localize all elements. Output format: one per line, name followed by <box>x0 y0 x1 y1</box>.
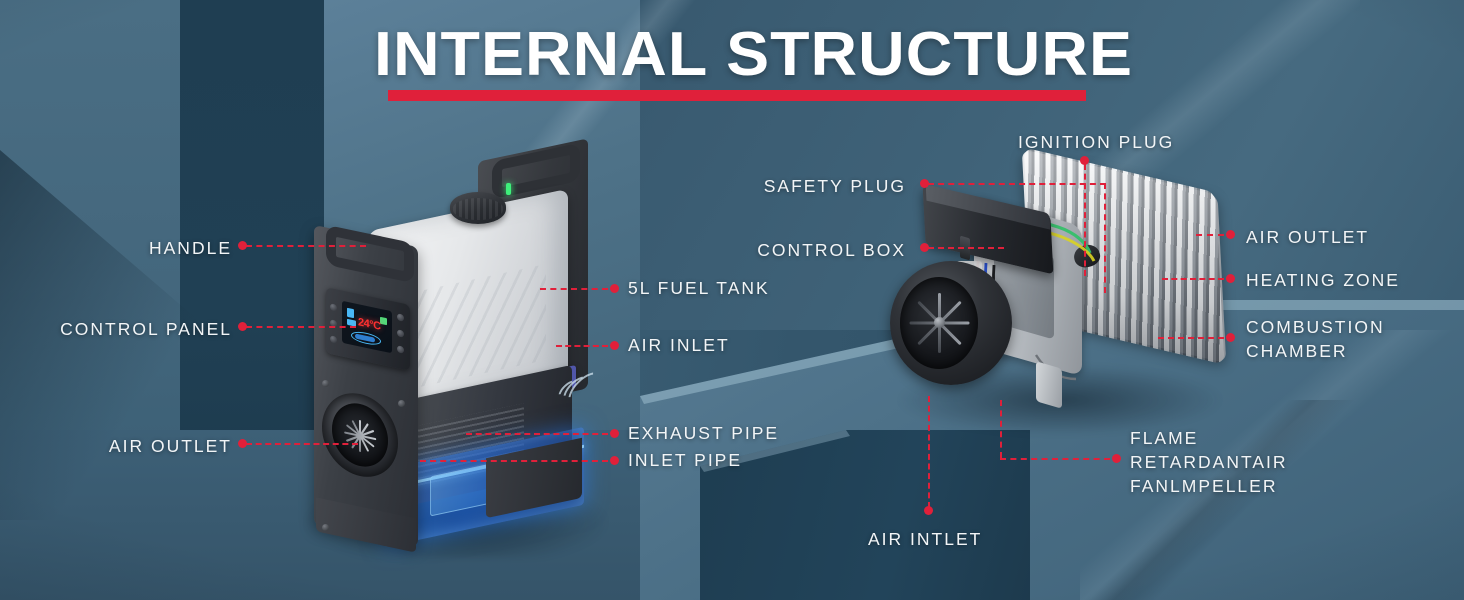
callout-line-inlet-pipe <box>420 460 608 462</box>
fuel-nozzle <box>1036 361 1062 409</box>
callout-label-ignition-plug: IGNITION PLUG <box>1018 132 1175 152</box>
callout-label-control-box: CONTROL BOX <box>757 240 906 260</box>
callout-dot-combustion-chamber <box>1226 333 1235 342</box>
callout-label-control-panel: CONTROL PANEL <box>60 319 232 339</box>
callout-label-flame-fan-line2: RETARDANTAIR <box>1130 452 1288 473</box>
callout-label-inlet-pipe: INLET PIPE <box>628 450 743 470</box>
callout-line-combustion-chamber <box>1158 337 1224 339</box>
callout-dot-control-box <box>920 243 929 252</box>
callout-dot-heating-zone <box>1226 274 1235 283</box>
callout-label-air-outlet-left: AIR OUTLET <box>108 436 232 456</box>
fuel-cap <box>450 192 506 224</box>
callout-dot-safety-plug <box>920 179 929 188</box>
callout-line-air-intlet <box>928 396 930 508</box>
callout-label-fuel-tank: 5L FUEL TANK <box>628 278 770 298</box>
callout-label-air-intlet: AIR INTLET <box>868 529 983 549</box>
fuel-cap-knurling <box>453 198 503 220</box>
product-image-all-in-one-heater: 24°C <box>300 138 612 558</box>
callout-line-control-box <box>928 247 1004 249</box>
callout-line-ignition-plug <box>1084 164 1086 276</box>
callout-line-control-panel <box>246 326 356 328</box>
callout-dot-flame-fan <box>1112 454 1121 463</box>
callout-line-handle <box>246 245 366 247</box>
callout-dot-air-inlet <box>610 341 619 350</box>
callout-label-combustion-chamber: COMBUSTION CHAMBER <box>1246 315 1385 363</box>
callout-label-heating-zone: HEATING ZONE <box>1246 270 1400 290</box>
callout-label-flame-fan-line1: FLAME <box>1130 428 1199 448</box>
page-title: INTERNAL STRUCTURE <box>374 20 1134 89</box>
frame-screw-3 <box>322 524 329 531</box>
air-intake-waves-icon <box>555 365 611 415</box>
callout-dot-inlet-pipe <box>610 456 619 465</box>
callout-dot-exhaust-pipe <box>610 429 619 438</box>
callout-line-exhaust-pipe <box>466 433 608 435</box>
callout-line-fuel-tank <box>540 288 608 290</box>
air-outlet-fan-blades <box>344 417 377 456</box>
callout-label-handle: HANDLE <box>149 238 232 258</box>
callout-dot-air-outlet-left <box>238 439 247 448</box>
callout-line-air-inlet <box>556 345 608 347</box>
callout-line-air-outlet-left <box>246 443 358 445</box>
frame-screw-1 <box>322 380 329 387</box>
callout-label-flame-fan: FLAME RETARDANTAIR FANLMPELLER <box>1130 426 1288 498</box>
background-block <box>700 430 1030 600</box>
lcd-icon-bar-1 <box>347 307 354 319</box>
callout-label-air-outlet-right: AIR OUTLET <box>1246 227 1370 247</box>
callout-dot-fuel-tank <box>610 284 619 293</box>
callout-line-flame-fan-vertical <box>1000 400 1002 458</box>
callout-label-exhaust-pipe: EXHAUST PIPE <box>628 423 780 443</box>
callout-line-flame-fan <box>1000 458 1110 460</box>
callout-line-air-outlet-right <box>1196 234 1224 236</box>
power-led-indicator <box>506 183 511 195</box>
callout-label-combustion-chamber-line2: CHAMBER <box>1246 341 1348 362</box>
page-title-container: INTERNAL STRUCTURE <box>374 24 1132 86</box>
blower-hub <box>934 317 945 328</box>
callout-dot-handle <box>238 241 247 250</box>
callout-label-air-inlet: AIR INLET <box>628 335 730 355</box>
lcd-icon-green <box>380 316 387 326</box>
callout-dot-air-intlet <box>924 506 933 515</box>
callout-label-flame-fan-line3: FANLMPELLER <box>1130 476 1278 497</box>
callout-dot-control-panel <box>238 322 247 331</box>
frame-screw-2 <box>398 400 405 407</box>
callout-line-heating-zone <box>1162 278 1224 280</box>
callout-dot-ignition-plug <box>1080 156 1089 165</box>
callout-dot-air-outlet-right <box>1226 230 1235 239</box>
callout-line-safety-plug-vertical <box>1104 183 1106 293</box>
callout-label-safety-plug: SAFETY PLUG <box>763 176 906 196</box>
product-image-combustion-core <box>890 147 1230 440</box>
callout-line-safety-plug <box>928 183 1106 185</box>
callout-label-combustion-chamber-line1: COMBUSTION <box>1246 317 1385 337</box>
title-underline-bar <box>388 90 1086 101</box>
lcd-temperature-readout: 24°C <box>358 316 381 333</box>
